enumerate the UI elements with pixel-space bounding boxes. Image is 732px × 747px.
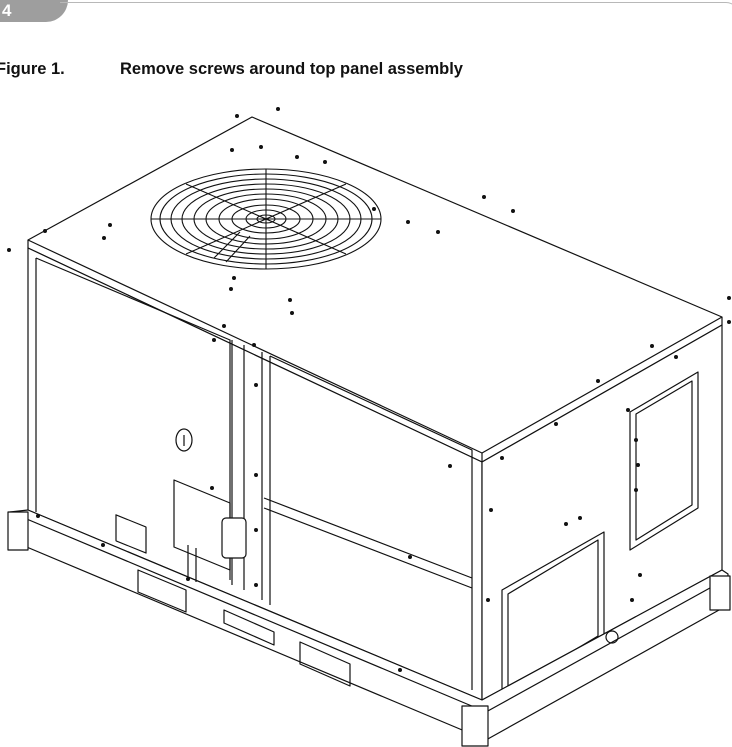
page-number: 4: [2, 1, 12, 20]
figure-caption: Figure 1. Remove screws around top panel …: [0, 60, 463, 79]
fan-grille: [150, 168, 382, 270]
figure-title: Remove screws around top panel assembly: [120, 60, 463, 78]
rooftop-unit-illustration: [7, 107, 731, 747]
page-number-tab: 4: [0, 0, 68, 22]
nameplate: [223, 609, 275, 646]
header-rule: [60, 2, 732, 20]
base-rail: [9, 509, 729, 741]
screw-markers: [7, 107, 731, 672]
figure-label: Figure 1.: [0, 60, 65, 78]
side-access-panel: [629, 371, 699, 551]
